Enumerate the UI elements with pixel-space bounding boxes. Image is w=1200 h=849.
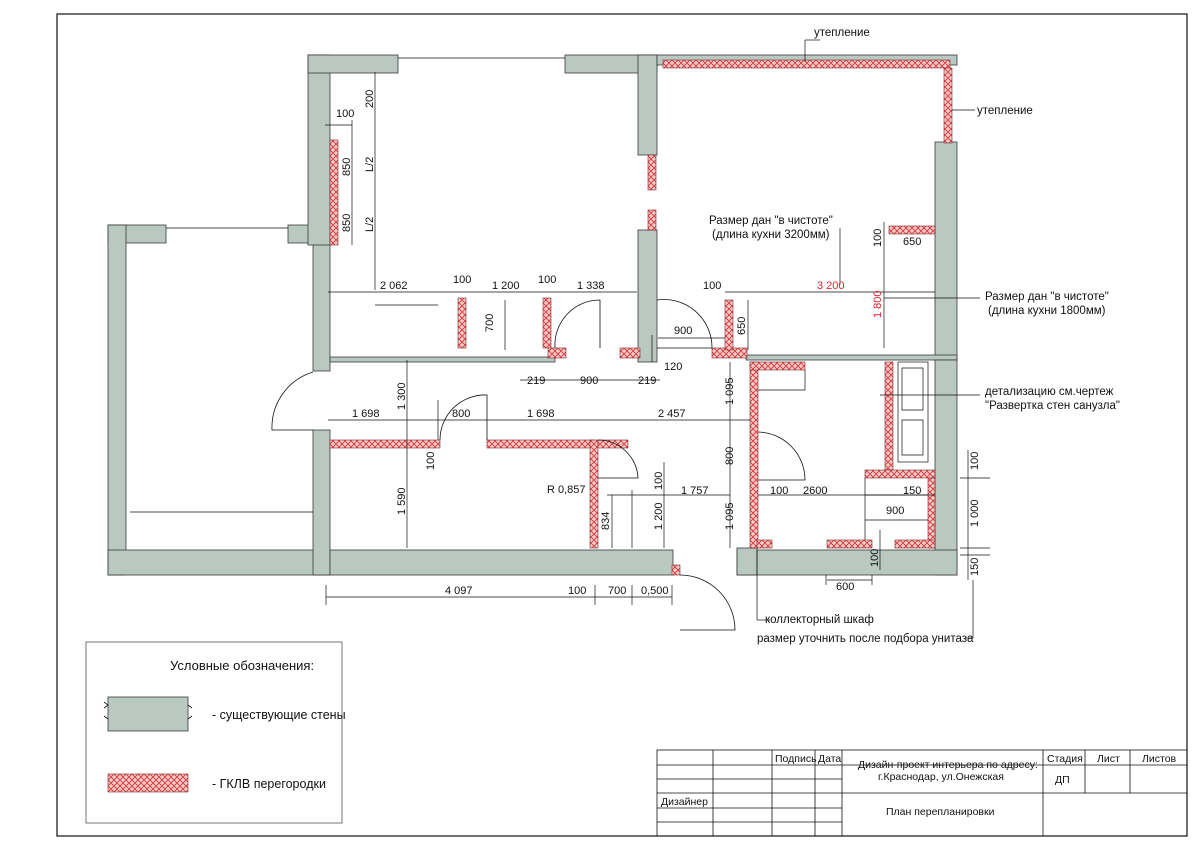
dim-1757: 1 757 [681, 485, 709, 497]
tb-designer: Дизайнер [661, 796, 708, 808]
dim-1300: 1 300 [396, 382, 408, 410]
dim-600: 600 [836, 581, 854, 593]
sheet-frame [56, 13, 1188, 837]
dim-100-d: 100 [872, 229, 884, 247]
dim-1800: 1 800 [872, 290, 884, 318]
dim-650-a: 650 [903, 236, 921, 248]
legend-title: Условные обозначения: [170, 658, 314, 673]
door-bathroom [757, 431, 806, 481]
dim-0500: 0,500 [641, 585, 669, 597]
dim-100-h: 100 [770, 485, 788, 497]
note-toilet: размер уточнить после подбора унитаза [757, 633, 974, 645]
dim-900-a: 900 [674, 325, 692, 337]
dim-1000: 1 000 [969, 499, 981, 527]
legend: Условные обозначения: - существующие сте… [85, 641, 346, 824]
tb-project-line1: Дизайн-проект интерьера по адресу: [858, 759, 1038, 771]
tb-project-line2: г.Краснодар, ул.Онежская [878, 771, 1004, 783]
existing-walls [107, 54, 958, 576]
dim-200: 200 [364, 90, 376, 108]
dim-219-b: 219 [638, 375, 656, 387]
tb-stage: Стадия [1047, 753, 1083, 765]
dim-850-b: 850 [341, 214, 353, 232]
dim-650-b: 650 [736, 317, 748, 335]
dim-700-b: 700 [608, 585, 626, 597]
door-left-room [271, 371, 314, 431]
tb-stage-value: ДП [1055, 774, 1070, 786]
dim-100-b: 100 [453, 274, 471, 286]
door-kitchen [656, 299, 713, 349]
tb-signature: Подпись [775, 753, 817, 765]
tb-date: Дата [818, 753, 841, 765]
dimension-lines [325, 39, 990, 639]
dim-1095-b: 1 095 [724, 502, 736, 530]
tb-sheet: Лист [1097, 753, 1120, 765]
note-kitchen-1-line1: Размер дан "в чистоте" [709, 215, 833, 227]
dim-100-i: 100 [869, 549, 881, 567]
note-insulation-right: утепление [977, 105, 1033, 117]
dim-100-k: 100 [568, 585, 586, 597]
note-kitchen-1-line2: (длина кухни 3200мм) [712, 229, 830, 241]
note-insulation-top: утепление [814, 27, 870, 39]
dim-800-a: 800 [452, 408, 470, 420]
dim-100-j: 100 [969, 452, 981, 470]
interior-lines [130, 57, 929, 548]
dim-100-g: 100 [653, 472, 665, 490]
legend-gklv-label: - ГКЛВ перегородки [212, 777, 326, 791]
dim-834: 834 [600, 512, 612, 530]
legend-swatch-gklv [107, 773, 189, 793]
dim-4097: 4 097 [445, 585, 473, 597]
dim-150-b: 150 [969, 558, 981, 576]
note-bathroom-line2: "Развертка стен санузла" [985, 400, 1120, 412]
dim-2062: 2 062 [380, 280, 408, 292]
dim-3200: 3 200 [817, 280, 845, 292]
dim-1200-a: 1 200 [492, 280, 520, 292]
shower-unit-outline [897, 361, 929, 463]
dim-1200-b: 1 200 [653, 502, 665, 530]
dim-100-c: 100 [538, 274, 556, 286]
note-kitchen-2-line1: Размер дан "в чистоте" [985, 291, 1109, 303]
legend-swatch-existing [107, 696, 189, 732]
dim-100-e: 100 [703, 280, 721, 292]
tb-sheets: Листов [1142, 753, 1177, 765]
dim-150-a: 150 [903, 485, 921, 497]
door-wardrobe [597, 439, 639, 479]
dim-2457: 2 457 [658, 408, 686, 420]
dim-800-b: 800 [724, 447, 736, 465]
note-collector: коллекторный шкаф [765, 614, 874, 626]
dim-120: 120 [664, 361, 682, 373]
dimension-texts: 100 200 850 L/2 850 L/2 2 062 100 1 200 … [336, 90, 981, 597]
dim-l2-a: L/2 [364, 157, 376, 172]
dim-1698-a: 1 698 [352, 408, 380, 420]
dim-r0857: R 0,857 [547, 484, 586, 496]
door-entrance [679, 574, 736, 631]
gklv-partitions [329, 59, 953, 576]
dim-850-a: 850 [341, 158, 353, 176]
door-lower-room [439, 394, 488, 441]
annotations: утепление утепление Размер дан "в чистот… [709, 27, 1120, 645]
dim-l2-b: L/2 [364, 217, 376, 232]
dim-900-c: 900 [886, 505, 904, 517]
dim-100-a: 100 [336, 108, 354, 120]
dim-1590: 1 590 [396, 487, 408, 515]
dim-700-a: 700 [484, 314, 496, 332]
dim-1095-a: 1 095 [724, 377, 736, 405]
dim-219-a: 219 [527, 375, 545, 387]
dim-1698-b: 1 698 [527, 408, 555, 420]
note-bathroom-line1: детализацию см.чертеж [985, 386, 1114, 398]
dim-1338: 1 338 [577, 280, 605, 292]
dim-900-b: 900 [580, 375, 598, 387]
tb-drawing-name: План перепланировки [886, 806, 995, 818]
legend-box [85, 641, 343, 824]
dim-2600: 2600 [803, 485, 827, 497]
doors [271, 299, 806, 631]
title-block: Подпись Дата Дизайн-проект интерьера по … [656, 749, 1188, 837]
legend-existing-label: - существующие стены [212, 708, 346, 722]
door-top-room [554, 299, 601, 349]
dim-100-f: 100 [425, 452, 437, 470]
note-kitchen-2-line2: (длина кухни 1800мм) [988, 305, 1106, 317]
